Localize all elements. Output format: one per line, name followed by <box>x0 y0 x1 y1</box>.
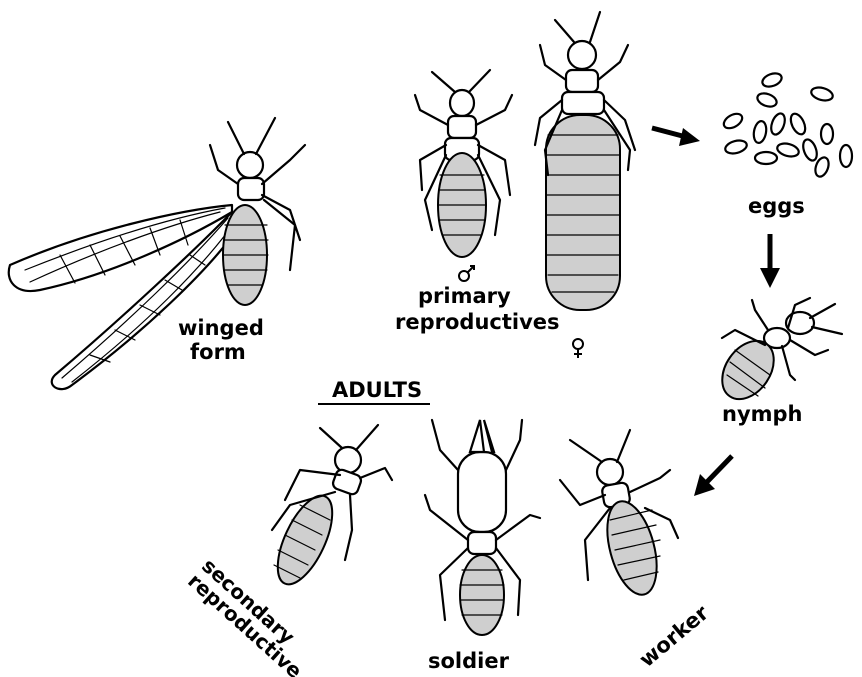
label-winged: winged <box>178 318 264 339</box>
label-eggs: eggs <box>748 196 805 217</box>
label-soldier: soldier <box>428 651 509 672</box>
female-queen-termite <box>535 12 635 310</box>
label-adults: ADULTS <box>332 380 422 401</box>
nymph-termite <box>712 298 842 409</box>
male-symbol <box>459 266 474 281</box>
winged-form-termite <box>9 118 305 389</box>
label-reproductives: reproductives <box>395 312 560 333</box>
arrow-nymph-to-worker <box>694 456 732 496</box>
male-primary-reproductive-termite <box>415 70 512 257</box>
arrow-queen-to-eggs <box>652 128 700 146</box>
soldier-termite <box>425 420 540 635</box>
arrow-eggs-to-nymph <box>760 234 780 288</box>
label-form: form <box>190 342 246 363</box>
eggs-cluster <box>721 71 852 179</box>
worker-termite <box>560 430 678 600</box>
label-primary: primary <box>418 286 511 307</box>
secondary-reproductive-termite <box>267 425 392 592</box>
female-symbol <box>573 339 583 358</box>
label-nymph: nymph <box>722 404 803 425</box>
